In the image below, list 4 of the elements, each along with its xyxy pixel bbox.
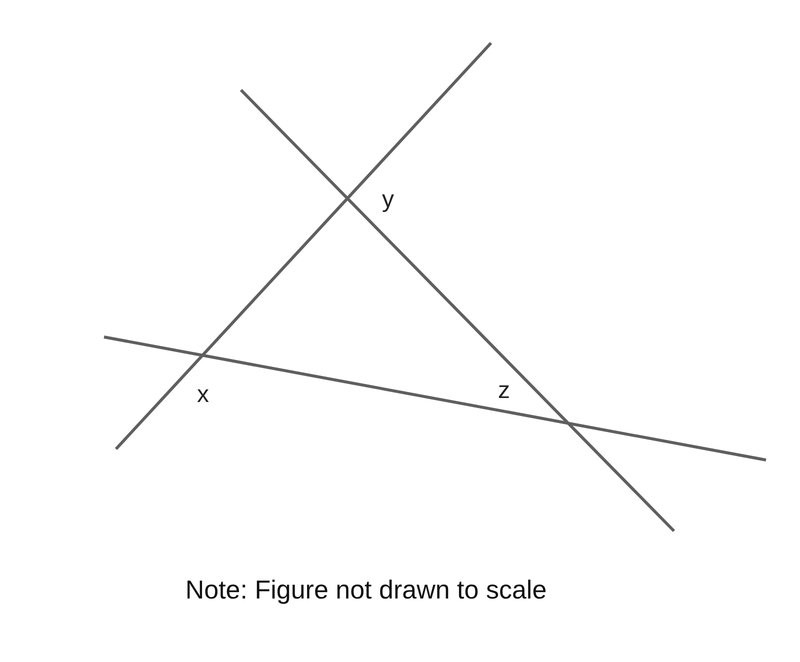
note-text: Note: Figure not drawn to scale <box>185 574 547 606</box>
angle-label: z <box>498 379 510 403</box>
angle-label: y <box>382 188 394 212</box>
angle-label: x <box>197 383 209 407</box>
